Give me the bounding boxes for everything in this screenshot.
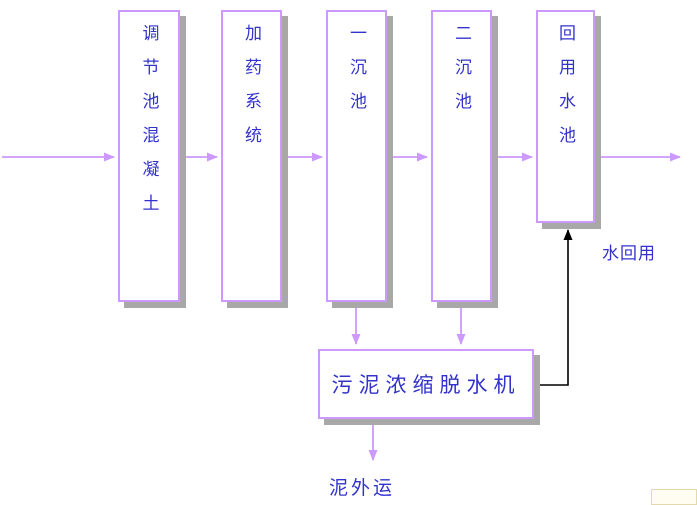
process-box-label: 加药系统 xyxy=(241,24,261,160)
process-box-label: 调节池混凝土 xyxy=(138,24,159,228)
process-box-regulating-tank[interactable]: 调节池混凝土 xyxy=(118,10,180,302)
process-box-sludge-dewatering[interactable]: 污泥浓缩脱水机 xyxy=(318,349,534,419)
process-box-primary-settling-tank[interactable]: 一沉池 xyxy=(326,10,387,302)
process-box-secondary-settling-tank[interactable]: 二沉池 xyxy=(431,10,492,302)
process-box-label: 二沉池 xyxy=(451,24,471,126)
process-box-reuse-water-tank[interactable]: 回用水池 xyxy=(536,10,595,223)
process-box-label: 回用水池 xyxy=(555,24,575,160)
water-return-arrow xyxy=(534,229,573,386)
label-water-reuse: 水回用 xyxy=(602,244,656,264)
corner-artifact xyxy=(651,489,697,505)
label-sludge-transport-out: 泥外运 xyxy=(329,477,396,499)
process-box-dosing-system[interactable]: 加药系统 xyxy=(221,10,282,302)
process-box-label: 一沉池 xyxy=(346,24,366,126)
process-box-label: 污泥浓缩脱水机 xyxy=(331,373,521,397)
